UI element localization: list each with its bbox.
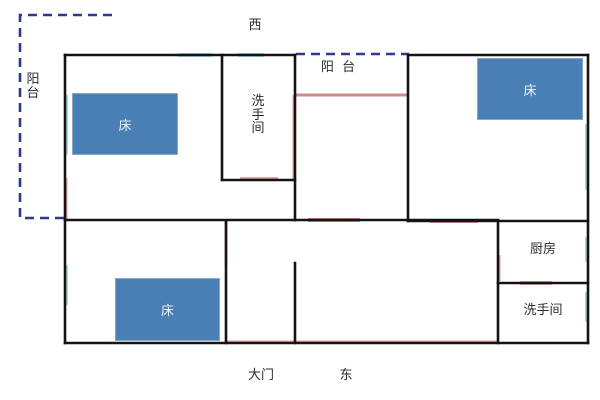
balcony-left-dashed-outline <box>18 13 112 220</box>
bed-label: 床 <box>118 118 132 134</box>
compass-west-label: 西 <box>248 18 262 33</box>
walls <box>63 53 590 345</box>
balcony-left-label-text: 阳 台 <box>26 72 40 101</box>
bed-bottom-left: 床 <box>115 278 220 341</box>
compass-east-label: 东 <box>339 368 353 383</box>
balcony-outlines <box>18 13 409 220</box>
bathroom-upper-label: 洗 手 间 <box>250 95 266 136</box>
bed-top-right: 床 <box>477 58 583 120</box>
bathroom-lower-label: 洗手间 <box>523 303 563 318</box>
main-door-label: 大门 <box>247 368 274 383</box>
bathroom-upper-label-text: 洗 手 间 <box>251 94 265 137</box>
bed-label: 床 <box>523 83 537 99</box>
kitchen-label: 厨房 <box>529 242 556 257</box>
bed-label: 床 <box>160 304 174 319</box>
balcony-left-label: 阳 台 <box>25 73 41 100</box>
bed-top-left: 床 <box>72 93 178 155</box>
balcony-top-label: 阳 台 <box>320 60 356 75</box>
